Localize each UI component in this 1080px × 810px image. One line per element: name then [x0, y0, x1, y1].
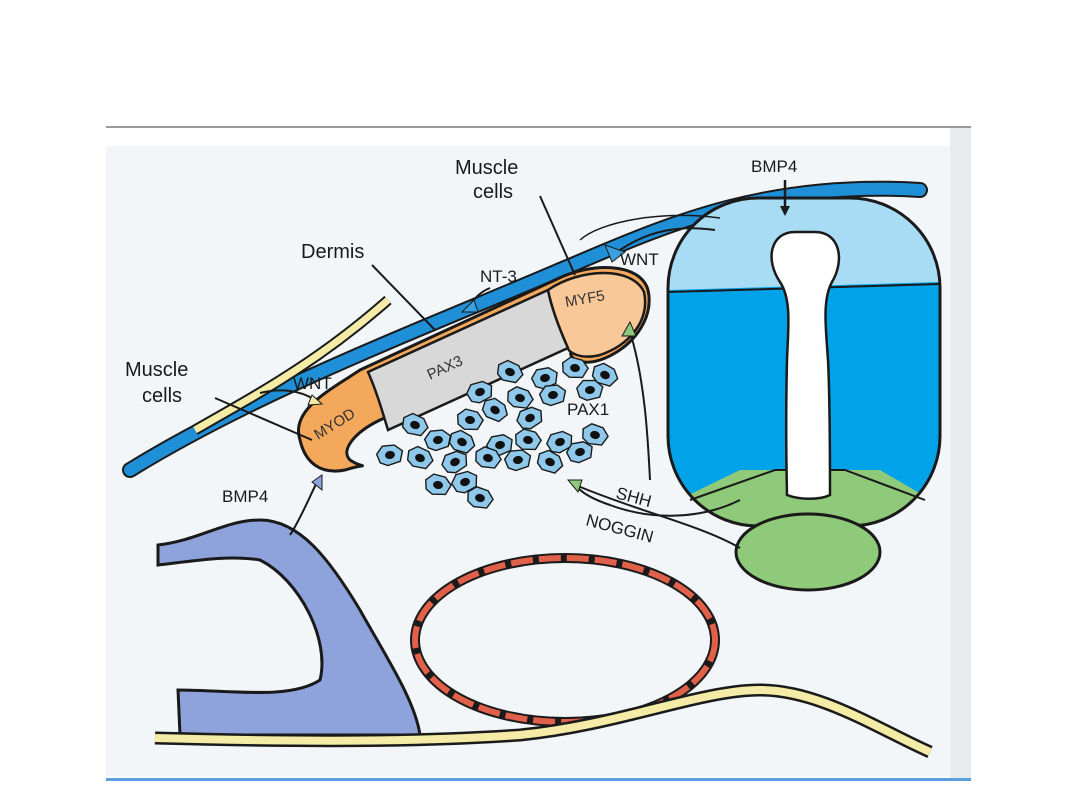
sclerotome-cell	[515, 428, 542, 451]
sclerotome-cell	[507, 386, 534, 409]
dorsal-aorta	[410, 553, 720, 727]
sclerotome-cell	[536, 449, 564, 474]
sclerotome-cell	[545, 430, 573, 454]
sclerotome-cell	[538, 384, 567, 407]
signal-arrows	[259, 180, 790, 549]
sclerotome-cell	[481, 397, 509, 423]
label-muscle-cells-top-2: cells	[473, 181, 513, 203]
sclerotome-cell	[582, 423, 609, 446]
sclerotome-cell	[450, 470, 478, 494]
top-divider	[106, 126, 971, 128]
sclerotome-cell	[503, 449, 532, 472]
sclerotome-cell	[375, 444, 404, 467]
sclerotome-cell	[562, 356, 589, 379]
label-bmp4-left: BMP4	[222, 487, 268, 506]
sclerotome-cell	[565, 441, 593, 464]
bottom-divider	[106, 778, 971, 781]
sclerotome-cell	[496, 359, 524, 384]
endoderm	[156, 518, 422, 737]
label-nt3: NT-3	[480, 267, 517, 286]
label-wnt-top: WNT	[620, 250, 659, 269]
sclerotome-cell	[516, 406, 543, 430]
sclerotome-cell	[457, 408, 484, 431]
label-pax1: PAX1	[567, 400, 609, 419]
sclerotome-cell	[425, 473, 452, 496]
sclerotome-cell	[576, 379, 604, 402]
label-bmp4-top: BMP4	[751, 157, 797, 176]
sclerotome-cell	[465, 380, 493, 404]
notochord	[734, 512, 882, 592]
splanchnic-band	[154, 683, 933, 758]
sclerotome-cell	[448, 429, 476, 454]
sclerotome-cell	[467, 486, 494, 509]
neural-canal	[770, 230, 841, 500]
label-muscle-cells-top-1: Muscle	[455, 157, 518, 179]
label-wnt-left: WNT	[293, 374, 332, 393]
sclerotome-cells	[375, 356, 619, 509]
sclerotome-cell	[475, 446, 502, 469]
sclerotome-cell	[530, 367, 558, 390]
sclerotome-cell	[406, 445, 434, 470]
right-margin-band	[950, 128, 971, 778]
sclerotome-cell	[441, 450, 468, 474]
sclerotome-cell	[591, 362, 619, 387]
label-myf5: MYF5	[564, 287, 606, 311]
label-muscle-cells-left-2: cells	[142, 385, 182, 407]
label-muscle-cells-left-1: Muscle	[125, 359, 188, 381]
dermomyotome	[296, 266, 651, 473]
leader-lines	[214, 195, 576, 441]
sclerotome-cell	[401, 412, 429, 437]
label-dermis: Dermis	[301, 241, 364, 263]
